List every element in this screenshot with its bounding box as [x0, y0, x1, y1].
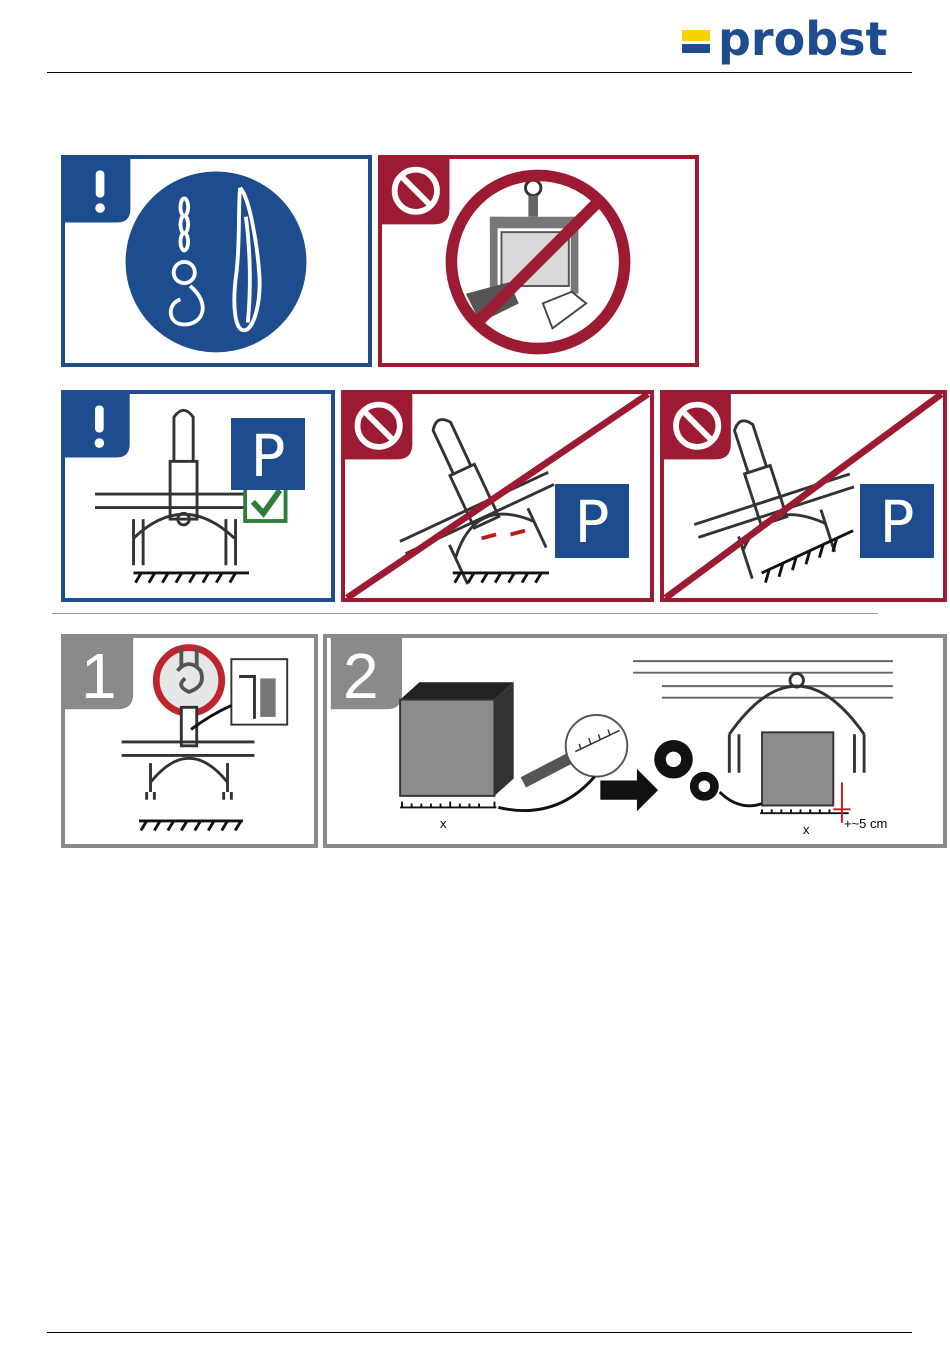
brand-logo: probst [680, 22, 905, 68]
step-2-illustration [327, 638, 943, 844]
parking-sign: P [231, 418, 305, 490]
step-number: 1 [81, 644, 117, 708]
dimension-label: x [440, 816, 447, 831]
hands-under-load-icon [466, 180, 586, 328]
panel-no-hands-under-load [378, 155, 699, 367]
exclamation-icon [96, 171, 105, 198]
panel-step-1: 1 [61, 634, 318, 848]
hook-and-sling-icon [126, 172, 307, 353]
dimension-label-clamped: x [803, 822, 810, 837]
logo-accent-bar [682, 30, 710, 41]
logo-text: probst [718, 12, 888, 66]
panel-park-correctly: P [61, 390, 335, 602]
section-separator [52, 613, 878, 614]
use-lifting-gear-illustration [65, 159, 368, 363]
header-rule [47, 72, 912, 73]
offset-label: +~5 cm [844, 816, 887, 831]
panel-use-lifting-gear [61, 155, 372, 367]
parking-sign: P [555, 484, 629, 558]
footer-rule [47, 1332, 912, 1333]
panel-no-tilted-parking: P [341, 390, 654, 602]
no-hands-under-load-illustration [382, 159, 695, 363]
parking-sign: P [860, 484, 934, 558]
exclamation-icon [95, 406, 104, 433]
step-number: 2 [343, 644, 379, 708]
logo-accent-bar-lower [682, 44, 710, 53]
panel-no-slope-parking: P [660, 390, 947, 602]
panel-step-2: 2 x x +~5 cm [323, 634, 947, 848]
